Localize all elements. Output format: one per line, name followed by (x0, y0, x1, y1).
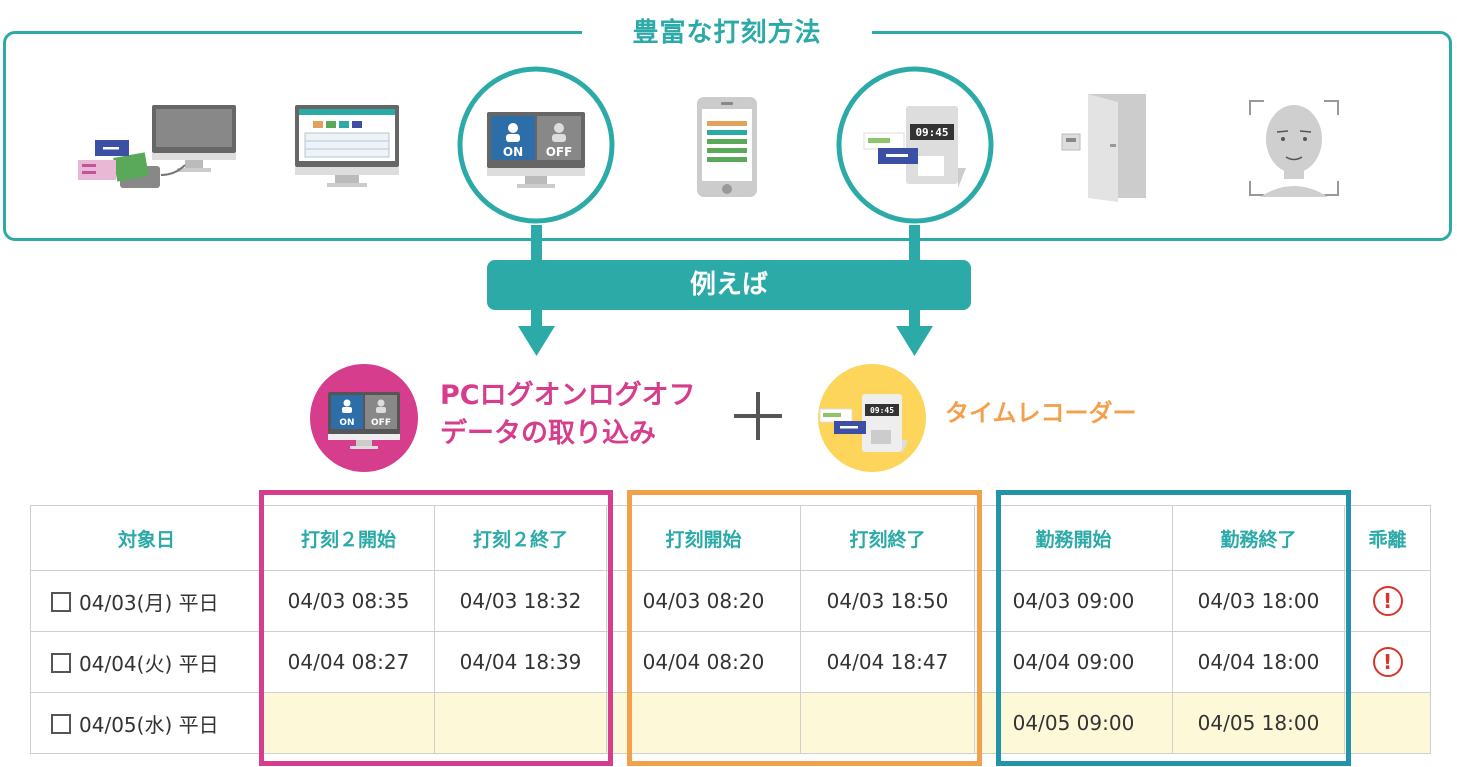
ic-card-reader-icon (78, 105, 236, 188)
panel-title: 豊富な打刻方法 (582, 14, 872, 52)
table-row: 04/03(月) 平日 04/03 08:35 04/03 18:32 04/0… (30, 570, 1431, 632)
face-recognition-icon (1249, 100, 1339, 197)
door-access-icon (1061, 94, 1146, 202)
col-header-work-start: 勤務開始 (974, 505, 1173, 571)
example-banner: 例えば (487, 260, 971, 310)
recorder-time-display: 09:45 (915, 126, 948, 139)
col-header-date: 対象日 (30, 505, 263, 571)
divergence-cell: ! (1344, 570, 1431, 632)
divergence-cell (1344, 692, 1431, 754)
date-cell: 04/05(水) 平日 (30, 692, 263, 754)
work-start-cell: 04/05 09:00 (974, 692, 1173, 754)
stamp-start-cell: 04/03 08:20 (606, 570, 801, 632)
date-text: 04/03(月) 平日 (79, 590, 219, 615)
pc-method-off-label: OFF (371, 418, 391, 428)
col-header-stamp-end: 打刻終了 (800, 505, 975, 571)
col-header-work-end: 勤務終了 (1172, 505, 1345, 571)
stamp2-end-cell: 04/04 18:39 (434, 631, 607, 693)
stamp-end-cell: 04/03 18:50 (800, 570, 975, 632)
date-text: 04/05(水) 平日 (79, 712, 219, 737)
row-checkbox[interactable] (51, 591, 71, 612)
smartphone-icon (697, 97, 757, 197)
row-checkbox[interactable] (51, 713, 71, 734)
pc-data-frame (259, 490, 613, 766)
row-checkbox[interactable] (51, 652, 71, 673)
col-header-divergence: 乖離 (1344, 505, 1431, 571)
date-text: 04/04(火) 平日 (79, 651, 219, 676)
alert-icon[interactable]: ! (1372, 586, 1403, 616)
date-cell: 04/04(火) 平日 (30, 631, 263, 693)
table-header-row: 対象日 打刻２開始 打刻２終了 打刻開始 打刻終了 勤務開始 勤務終了 乖離 (30, 505, 1431, 571)
pc-method-line1: PCログオンログオフ (440, 380, 696, 411)
stamp-start-cell: 04/04 08:20 (606, 631, 801, 693)
work-time-frame (996, 490, 1351, 766)
stamp2-end-cell (434, 692, 607, 754)
pc-off-label: OFF (546, 145, 573, 159)
pc-on-label: ON (503, 145, 523, 159)
pc-method-icon: ON OFF (310, 364, 418, 472)
divergence-cell: ! (1344, 631, 1431, 693)
col-header-stamp2-end: 打刻２終了 (434, 505, 607, 571)
date-cell: 04/03(月) 平日 (30, 570, 263, 632)
alert-icon[interactable]: ! (1372, 647, 1403, 677)
pc-method-line2: データの取り込み (440, 418, 656, 449)
work-start-cell: 04/03 09:00 (974, 570, 1173, 632)
time-recorder-icon: 09:45 (836, 66, 994, 224)
stamp-end-cell (800, 692, 975, 754)
pc-logon-icon: ON OFF (457, 66, 615, 224)
stamp2-start-cell: 04/04 08:27 (262, 631, 435, 693)
work-start-cell: 04/04 09:00 (974, 631, 1173, 693)
stamp2-start-cell: 04/03 08:35 (262, 570, 435, 632)
plus-icon (734, 392, 782, 440)
web-browser-icon (295, 105, 399, 187)
pc-method-label: PCログオンログオフ データの取り込み (440, 377, 740, 453)
stamp2-start-cell (262, 692, 435, 754)
stamp-end-cell: 04/04 18:47 (800, 631, 975, 693)
time-recorder-frame (627, 490, 982, 766)
table-row: 04/05(水) 平日 04/05 09:00 04/05 18:00 (30, 692, 1431, 754)
table-row: 04/04(火) 平日 04/04 08:27 04/04 18:39 04/0… (30, 631, 1431, 693)
tr-method-time: 09:45 (870, 406, 894, 415)
stamp2-end-cell: 04/03 18:32 (434, 570, 607, 632)
time-recorder-label: タイムレコーダー (945, 399, 1137, 427)
pc-method-on-label: ON (339, 418, 354, 428)
attendance-table: 対象日 打刻２開始 打刻２終了 打刻開始 打刻終了 勤務開始 勤務終了 乖離 0… (30, 505, 1431, 754)
time-recorder-method-icon: 09:45 (818, 364, 926, 472)
work-end-cell: 04/05 18:00 (1172, 692, 1345, 754)
stamp-start-cell (606, 692, 801, 754)
